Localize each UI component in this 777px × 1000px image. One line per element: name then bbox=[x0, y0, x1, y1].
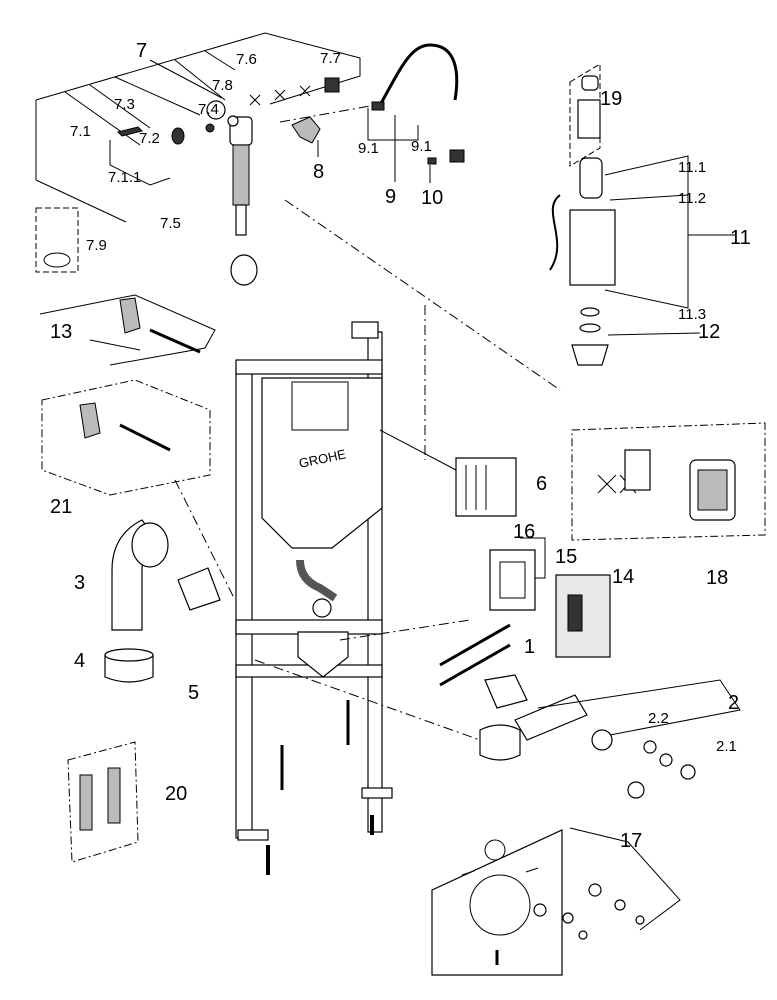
part-label-11: 11 bbox=[730, 227, 751, 249]
part-label-7-1-1: 7.1.1 bbox=[108, 169, 141, 186]
part-7-9-bag bbox=[35, 207, 79, 273]
part-label-11-3: 11.3 bbox=[678, 306, 706, 323]
flush-valve-assembly bbox=[284, 63, 735, 460]
part-label-4: 4 bbox=[74, 650, 85, 672]
part-label-13: 13 bbox=[50, 321, 72, 343]
part-label-7-6: 7.6 bbox=[236, 51, 257, 68]
part-label-8: 8 bbox=[313, 161, 324, 183]
installation-frame: GROHE bbox=[235, 321, 393, 875]
part-label-5: 5 bbox=[188, 682, 199, 704]
accessory-set-18 bbox=[571, 422, 766, 541]
part-label-15: 15 bbox=[555, 546, 577, 568]
part-label-7-8: 7.8 bbox=[212, 77, 233, 94]
part-label-17: 17 bbox=[620, 830, 642, 852]
part-label-3: 3 bbox=[74, 572, 85, 594]
wall-fixing-set-21 bbox=[41, 379, 236, 601]
fixing-brackets-20 bbox=[67, 741, 139, 863]
actuator-plate-set bbox=[489, 537, 611, 658]
part-label-9-1: 9.1 bbox=[411, 138, 432, 155]
part-label-6: 6 bbox=[536, 473, 547, 495]
part-label-2-1: 2.1 bbox=[716, 738, 737, 755]
part-label-7-2: 7.2 bbox=[139, 130, 160, 147]
part-label-18: 18 bbox=[706, 567, 728, 589]
part-label-9: 9 bbox=[385, 186, 396, 208]
wall-fixing-set-13 bbox=[39, 294, 216, 366]
part-label-10: 10 bbox=[421, 187, 443, 209]
part-label-19: 19 bbox=[600, 88, 622, 110]
connection-pipes bbox=[254, 619, 741, 799]
part-label-20: 20 bbox=[165, 783, 187, 805]
part-label-2: 2 bbox=[728, 692, 739, 714]
part-label-1: 1 bbox=[524, 636, 535, 658]
fill-valve-assembly bbox=[117, 43, 465, 286]
part-labels: 7 7.6 7.7 7.8 7.3 7.4 7.1 7.2 7.1.1 8 9.1 9.1 9 10 7.5… bbox=[50, 40, 751, 852]
drain-bend-3 bbox=[104, 519, 221, 683]
part-label-7-9: 7.9 bbox=[86, 237, 107, 254]
part-label-7-7: 7.7 bbox=[320, 50, 341, 67]
part-label-7-4: 7.4 bbox=[198, 101, 219, 118]
part-label-7-5: 7.5 bbox=[160, 215, 181, 232]
part-label-2-2: 2.2 bbox=[648, 710, 669, 727]
part-label-12: 12 bbox=[698, 321, 720, 343]
part-label-21: 21 bbox=[50, 496, 72, 518]
sound-insulation-plate-17 bbox=[431, 827, 681, 976]
part-label-7: 7 bbox=[136, 40, 147, 62]
part-label-7-1: 7.1 bbox=[70, 123, 91, 140]
part-label-16: 16 bbox=[513, 521, 535, 543]
protective-cover-6 bbox=[379, 429, 517, 517]
part-label-7-3: 7.3 bbox=[114, 96, 135, 113]
part-label-14: 14 bbox=[612, 566, 634, 588]
part-label-9-1: 9.1 bbox=[358, 140, 379, 157]
part-label-11-2: 11.2 bbox=[678, 190, 706, 207]
part-label-11-1: 11.1 bbox=[678, 159, 706, 176]
